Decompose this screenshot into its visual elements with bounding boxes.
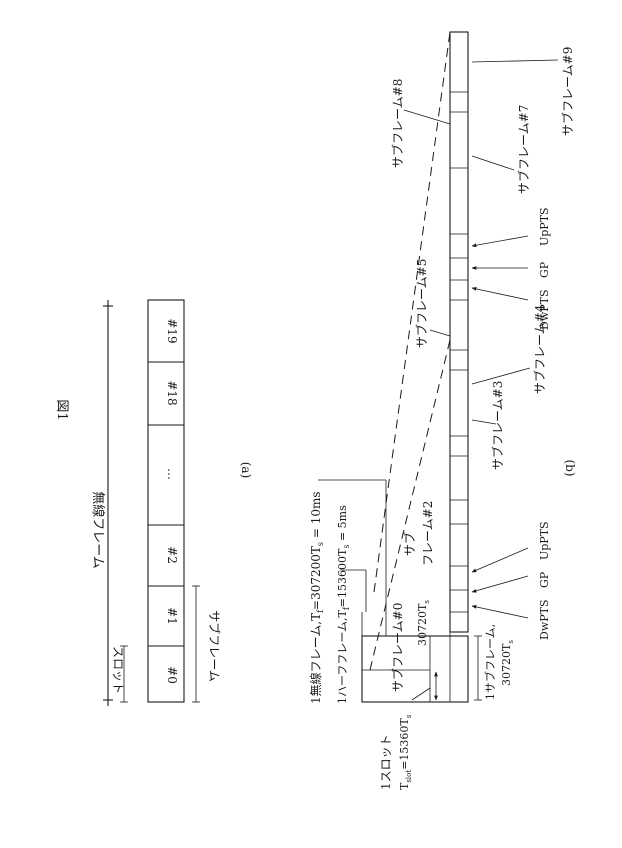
a-radio-frame-label: 無線フレーム <box>90 491 106 569</box>
b-caption: (b) <box>563 459 577 476</box>
b-subframe-2-line2: フレーム#2 <box>421 501 435 566</box>
b-subframe-3: サブフレーム#3 <box>490 381 505 470</box>
b-radio-frame: 1無線フレーム,Tf=307200Ts = 10ms <box>308 491 325 704</box>
b-subframe-7: サブフレーム#7 <box>516 105 531 194</box>
slot-leader <box>412 688 430 700</box>
slot-strip <box>148 300 184 702</box>
b-gp-2: GP <box>538 261 551 278</box>
b-dwpts-2: DwPTS <box>538 289 551 330</box>
b-subframe-length-value: 30720Ts <box>500 640 515 686</box>
b-subframe-2-line1: サブ <box>402 532 417 556</box>
slot-0: #0 <box>165 666 179 684</box>
b-subframe-0-length: 30720Ts <box>416 600 431 646</box>
b-dwpts-1: DwPTS <box>538 599 551 640</box>
b-subframe-9: サブフレーム#9 <box>560 47 575 136</box>
zoom-line-top <box>374 32 450 592</box>
b-gp-1: GP <box>538 571 551 588</box>
b-subframe-8: サブフレーム#8 <box>390 79 405 168</box>
slot-1: #1 <box>165 607 179 625</box>
b-slot-label: 1スロット <box>379 734 393 790</box>
zoom-line-middle <box>370 340 450 670</box>
slot-ellipsis: … <box>165 468 179 480</box>
figure-title: 図1 <box>54 399 69 420</box>
part-a: 無線フレーム スロット #0 #1 #2 … #18 #19 サブフレーム (a… <box>90 300 253 706</box>
b-subframe-length-label: 1サブフレーム, <box>483 624 497 700</box>
slot-19: #19 <box>165 318 179 343</box>
b-subframe-0: サブフレーム#0 <box>390 603 405 692</box>
part-b: 1無線フレーム,Tf=307200Ts = 10ms 1ハーフフレーム,Tf=1… <box>308 32 577 790</box>
b-uppts-1: UpPTS <box>538 521 551 560</box>
a-caption: (a) <box>239 462 253 479</box>
b-slot-formula: Tslot=15360Ts <box>398 714 413 790</box>
base-block <box>362 636 468 702</box>
b-uppts-2: UpPTS <box>538 207 551 246</box>
a-slot-label: スロット <box>111 646 125 694</box>
b-subframe-5: サブフレーム#5 <box>414 259 429 348</box>
b-half-frame: 1ハーフフレーム,Tf=153600Ts = 5ms <box>336 505 351 704</box>
strip-dividers <box>450 92 468 612</box>
slot-18: #18 <box>165 380 179 405</box>
slot-2: #2 <box>165 546 179 564</box>
a-subframe-label: サブフレーム <box>207 610 222 682</box>
frame-strip <box>450 32 468 632</box>
